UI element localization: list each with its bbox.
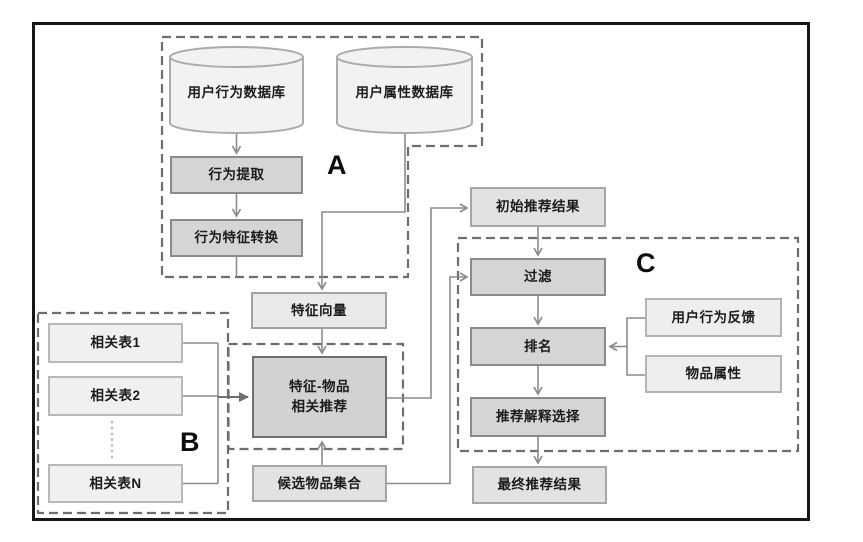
group-a-label: A [327,150,347,180]
group-c-label: C [636,248,656,278]
group-b-border [36,311,230,515]
related-table-2-box: 相关表2 [48,376,183,416]
user-behavior-feedback-box: 用户行为反馈 [645,298,782,337]
database-cylinder-icon-user-attribute [336,46,473,134]
arrow-candidate-to-filter [387,272,469,485]
item-attributes-box: 物品属性 [645,355,782,393]
db-user-behavior-label: 用户行为数据库 [187,85,286,100]
behavior-extraction-box: 行为提取 [170,156,303,194]
ranking-box: 排名 [470,327,606,366]
arrow-rec-to-initial-results [387,203,469,399]
bracket-feedback-inputs [626,317,645,376]
group-c-border [456,236,800,453]
related-table-1-box: 相关表1 [48,323,183,363]
group-b-label: B [180,427,200,457]
candidate-item-set-box: 候选物品集合 [252,465,387,502]
feature-vector-box: 特征向量 [251,292,387,329]
database-cylinder-icon-user-behavior [169,46,304,134]
final-results-box: 最终推荐结果 [472,466,607,504]
bracket-related-tables [183,342,219,485]
feature-item-recommendation-line1: 特征-物品 [289,379,350,395]
feature-item-recommendation-line2: 相关推荐 [291,399,348,414]
behavior-feature-transform-box: 行为特征转换 [170,219,303,257]
feature-item-recommendation-box: 特征-物品 相关推荐 [252,356,387,438]
related-table-n-box: 相关表N [48,464,183,503]
db-user-attribute-label: 用户属性数据库 [355,85,454,100]
filter-box: 过滤 [470,258,606,296]
initial-results-box: 初始推荐结果 [470,187,606,227]
explanation-selection-box: 推荐解释选择 [470,397,606,437]
arrow-db2-to-feature-vector [317,133,406,291]
